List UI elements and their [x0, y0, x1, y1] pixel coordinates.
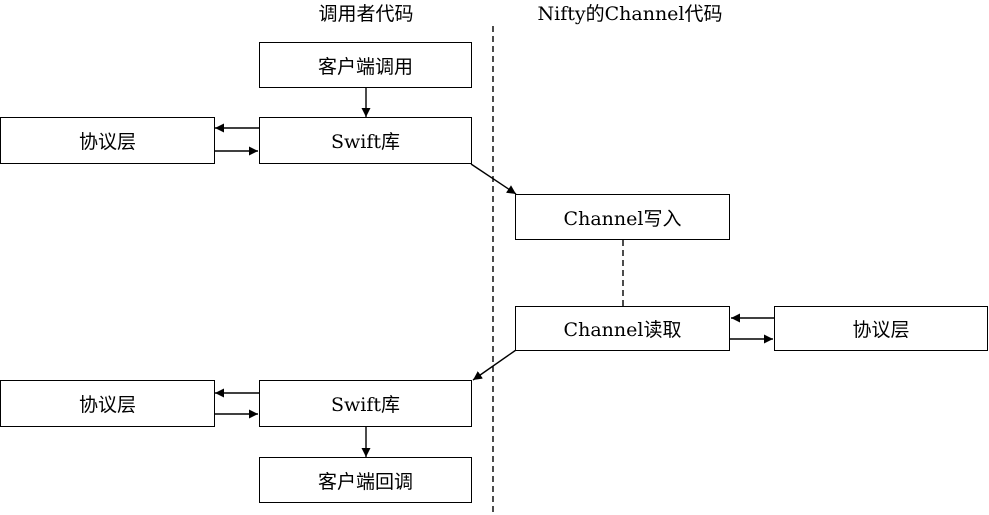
protocol-layer-right-box: 协议层	[774, 306, 988, 351]
channel-read-box: Channel读取	[515, 306, 730, 351]
protocol-layer-bottom-box: 协议层	[0, 380, 215, 427]
arrow-channel-read-to-swift	[472, 349, 517, 381]
client-call-box: 客户端调用	[259, 42, 472, 88]
header-nifty-channel-code: Nifty的Channel代码	[537, 3, 723, 25]
client-callback-box: 客户端回调	[259, 457, 472, 503]
protocol-layer-top-box: 协议层	[0, 117, 215, 164]
channel-write-box: Channel写入	[515, 194, 730, 240]
header-caller-code: 调用者代码	[318, 3, 414, 25]
arrow-swift-to-channel-write	[470, 163, 517, 195]
swift-lib-bottom-box: Swift库	[259, 380, 472, 427]
swift-lib-top-box: Swift库	[259, 117, 472, 164]
